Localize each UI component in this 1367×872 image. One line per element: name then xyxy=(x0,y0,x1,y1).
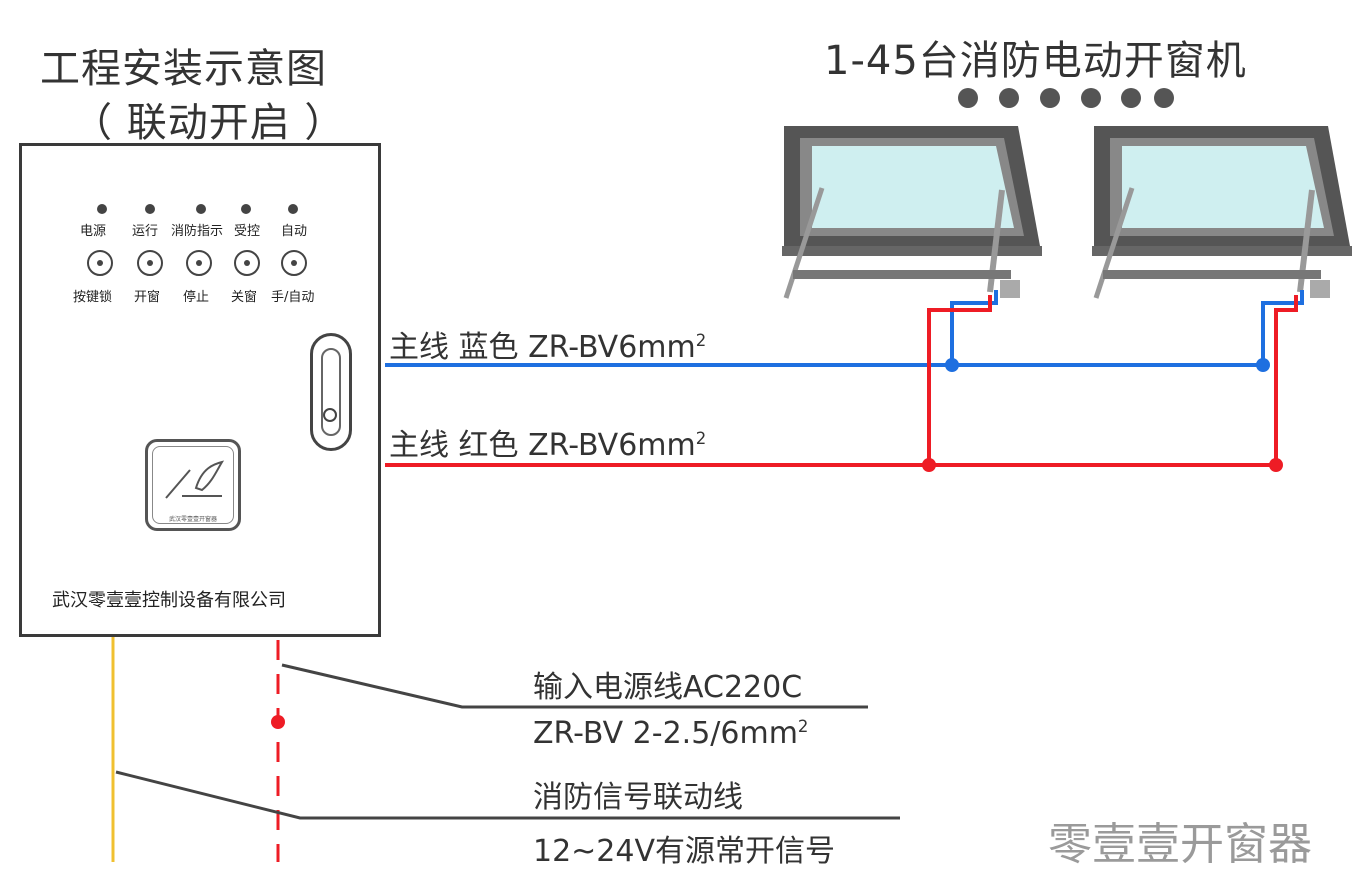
ellipsis-dots xyxy=(958,88,1174,108)
diagram-title: 工程安装示意图 xyxy=(40,46,327,92)
button-label-stop: 停止 xyxy=(183,290,210,305)
bird-logo-icon xyxy=(165,460,225,499)
indicator-label-auto: 自动 xyxy=(281,224,308,239)
red-main-wire xyxy=(385,295,1298,467)
open-window-button[interactable] xyxy=(137,250,163,276)
indicator-light xyxy=(196,204,206,214)
watermark: 零壹壹开窗器 xyxy=(1048,819,1312,870)
key-lock-button[interactable] xyxy=(87,250,113,276)
power-line-label: 输入电源线AC220C xyxy=(533,670,803,705)
door-handle[interactable] xyxy=(310,333,352,451)
indicator-label-power: 电源 xyxy=(80,224,107,239)
power-line-spec: ZR-BV 2-2.5/6mm2 xyxy=(533,716,809,751)
blue-wire-label: 主线 蓝色 ZR-BV6mm2 xyxy=(389,330,707,365)
window-unit-1 xyxy=(782,126,1042,299)
close-window-button[interactable] xyxy=(234,250,260,276)
red-junction-2 xyxy=(1269,458,1283,472)
power-leader-line xyxy=(281,663,868,709)
control-box: 电源 运行 消防指示 受控 自动 按键锁 开窗 停止 关窗 手/自动 武汉零壹壹… xyxy=(19,143,381,637)
button-label-key-lock: 按键锁 xyxy=(73,290,113,305)
indicator-label-fire: 消防指示 xyxy=(171,224,224,239)
blue-junction-1 xyxy=(945,358,959,372)
blue-junction-2 xyxy=(1256,358,1270,372)
red-junction-1 xyxy=(922,458,936,472)
signal-leader-line xyxy=(115,770,900,820)
indicator-light xyxy=(145,204,155,214)
indicator-label-controlled: 受控 xyxy=(234,224,261,239)
lock-icon xyxy=(323,408,337,422)
indicator-label-running: 运行 xyxy=(132,224,159,239)
stop-button[interactable] xyxy=(186,250,212,276)
company-name: 武汉零壹壹控制设备有限公司 xyxy=(52,590,286,611)
button-label-manual-auto: 手/自动 xyxy=(271,290,315,305)
button-label-close: 关窗 xyxy=(231,290,258,305)
window-unit-2 xyxy=(1092,126,1352,299)
indicator-light xyxy=(97,204,107,214)
diagram-subtitle: （ 联动开启 ） xyxy=(72,100,346,146)
power-junction xyxy=(271,715,285,729)
signal-line-spec: 12~24V有源常开信号 xyxy=(533,834,836,869)
blue-main-wire xyxy=(385,290,1304,367)
manual-auto-button[interactable] xyxy=(281,250,307,276)
button-label-open: 开窗 xyxy=(134,290,161,305)
windows-title: 1-45台消防电动开窗机 xyxy=(824,38,1247,84)
indicator-light xyxy=(288,204,298,214)
signal-line-label: 消防信号联动线 xyxy=(533,780,743,815)
indicator-light xyxy=(241,204,251,214)
red-wire-label: 主线 红色 ZR-BV6mm2 xyxy=(389,428,707,463)
brand-logo: 武汉零壹壹开窗器 xyxy=(145,439,241,531)
logo-text: 武汉零壹壹开窗器 xyxy=(168,516,217,523)
